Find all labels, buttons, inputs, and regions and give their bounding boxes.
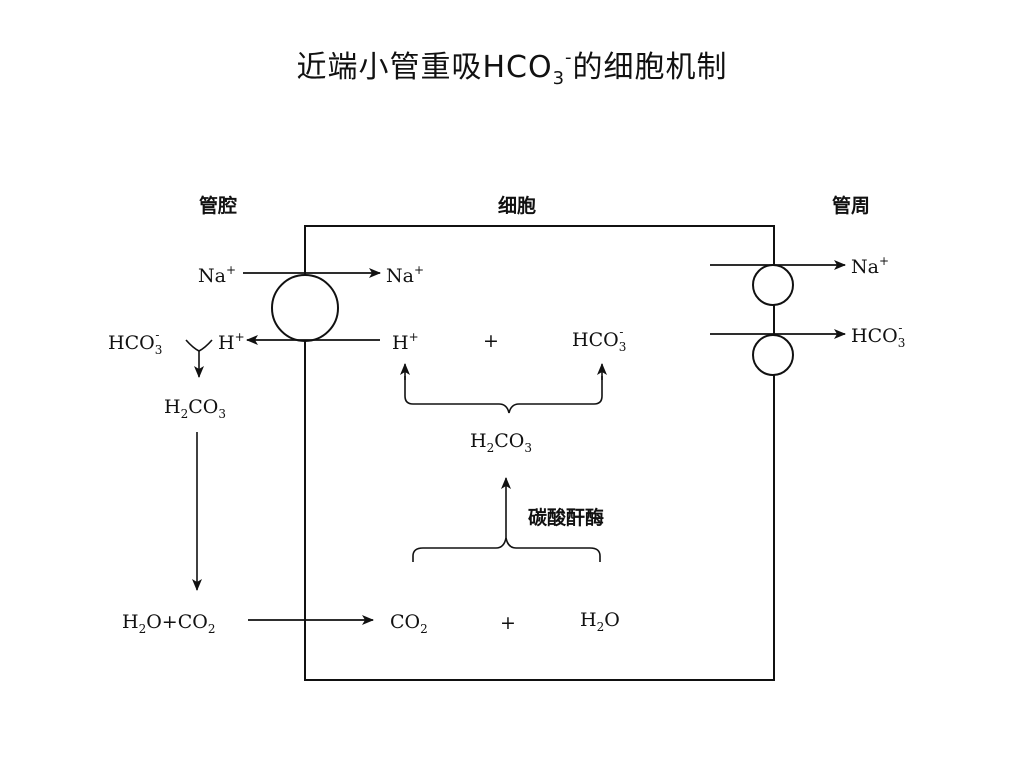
combine-curve — [185, 339, 213, 352]
hydration-bracket — [412, 537, 601, 562]
lumen-hco3: HCO3- — [108, 328, 162, 357]
cell-plus-sign-2: + — [500, 612, 516, 634]
cell-boundary — [304, 225, 775, 681]
lumen-label: 管腔 — [199, 194, 237, 217]
dissociation-bracket — [404, 376, 603, 414]
peritubular-hco3: HCO3- — [851, 321, 905, 350]
basolateral-hco3-transporter — [752, 334, 794, 376]
peritubular-label: 管周 — [832, 194, 870, 217]
lumen-na: Na+ — [198, 263, 236, 287]
cell-h2o: H2O — [580, 609, 620, 634]
slide-title: 近端小管重吸HCO3-的细胞机制 — [296, 47, 728, 89]
na-h-exchanger — [271, 274, 339, 342]
cell-h: H+ — [392, 330, 419, 354]
lumen-h: H+ — [218, 330, 245, 354]
cell-plus-sign: + — [483, 330, 499, 352]
cell-na: Na+ — [386, 263, 424, 287]
cell-hco3: HCO3- — [572, 325, 626, 354]
cell-label: 细胞 — [498, 194, 536, 217]
basolateral-na-transporter — [752, 264, 794, 306]
lumen-h2o-co2: H2O+CO2 — [122, 611, 215, 636]
cell-h2co3: H2CO3 — [470, 430, 532, 455]
lumen-h2co3: H2CO3 — [164, 396, 226, 421]
cell-co2: CO2 — [390, 611, 428, 636]
carbonic-anhydrase-label: 碳酸酐酶 — [528, 506, 604, 529]
peritubular-na: Na+ — [851, 254, 889, 278]
